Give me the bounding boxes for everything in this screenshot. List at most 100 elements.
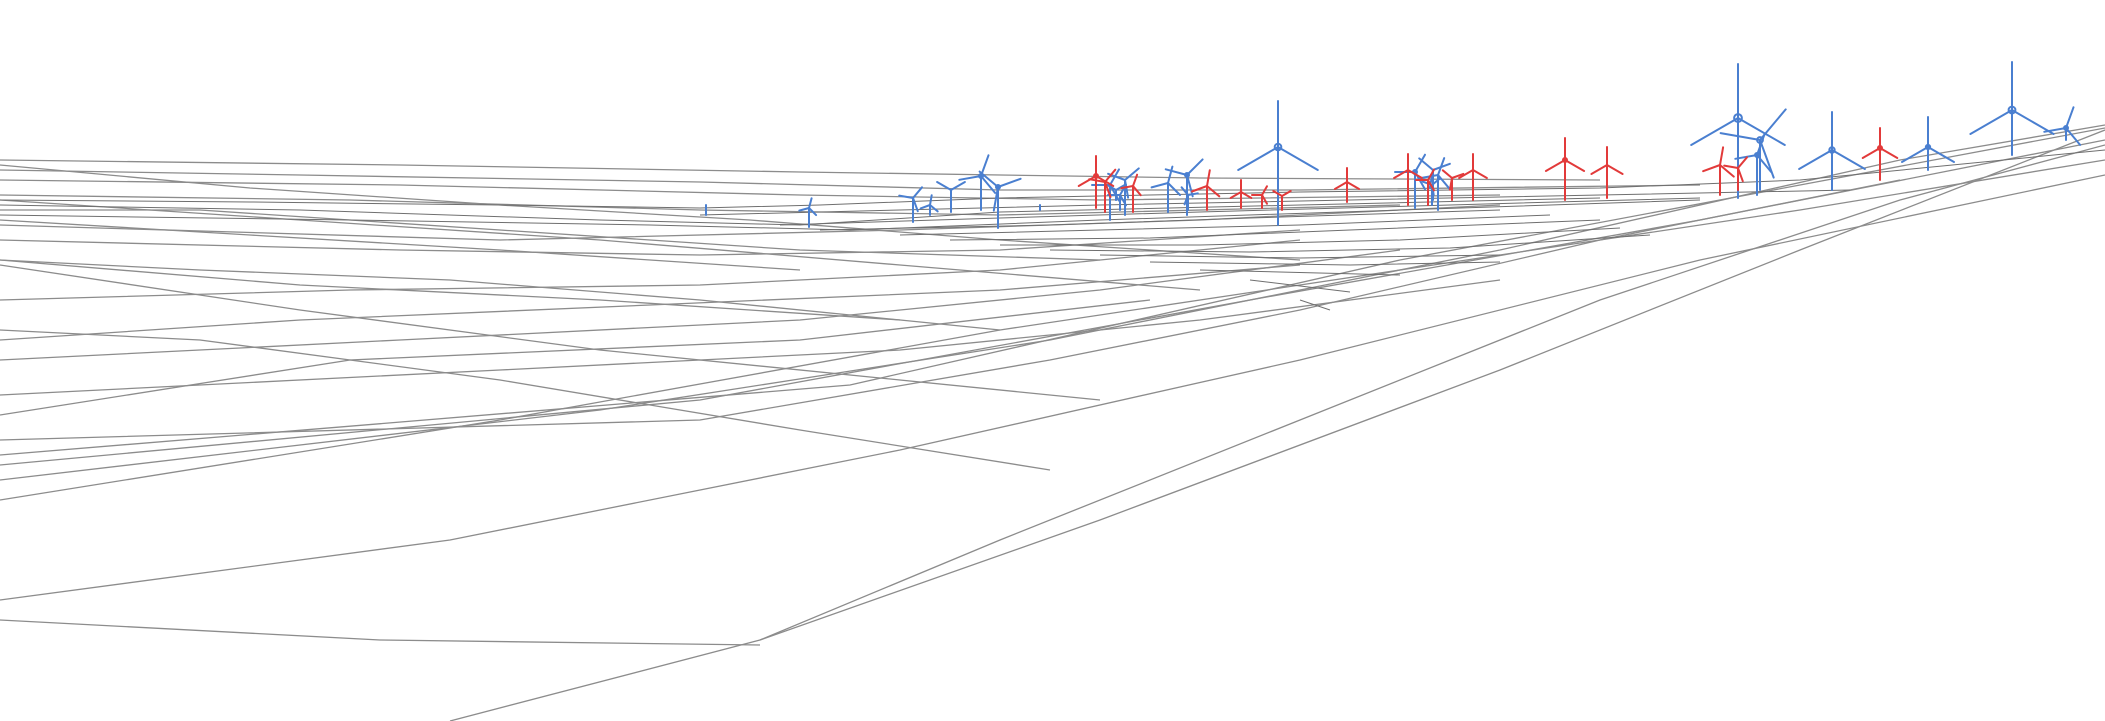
turbine-blade [1737, 156, 1748, 169]
turbine-blade [1393, 169, 1409, 179]
turbine-blade [1120, 185, 1134, 190]
existing-turbine [1180, 186, 1199, 211]
existing-turbine [1150, 165, 1181, 213]
turbine-hub [1273, 142, 1283, 152]
turbine-blade [950, 181, 966, 191]
terrain-ridge-line [0, 179, 1501, 201]
turbine-blade [1240, 191, 1253, 199]
turbine-blade [808, 197, 813, 209]
turbine-blade [1414, 153, 1426, 173]
terrain-ridge-line [0, 159, 1601, 181]
turbine-blade [1798, 149, 1833, 170]
existing-turbine [978, 170, 1022, 229]
turbine-blade [912, 197, 919, 213]
turbine-blade [1431, 177, 1441, 186]
turbine-blade [1472, 169, 1488, 179]
terrain-ridge-line [0, 169, 1701, 191]
turbine-blade [1229, 191, 1242, 199]
terrain-ridge-line [759, 144, 2105, 641]
turbine-blade [919, 204, 931, 210]
turbine-blade [1115, 184, 1126, 191]
turbine-blade [2065, 127, 2082, 146]
turbine-blade [1927, 146, 1955, 163]
terrain-horizon-line [0, 199, 1701, 231]
terrain-horizon-line [699, 189, 1851, 216]
proposed-turbine [1415, 168, 1435, 206]
turbine-blade [1427, 168, 1435, 181]
turbine-hub [1093, 173, 1099, 179]
proposed-turbine [1393, 153, 1423, 206]
terrain-horizon-line [0, 149, 2105, 209]
turbine-hub [1756, 136, 1764, 144]
proposed-turbine [1590, 146, 1624, 199]
terrain-ridge-line [0, 299, 1151, 416]
turbine-blade [997, 177, 1022, 188]
existing-turbine [936, 181, 966, 213]
turbine-blade [1104, 168, 1117, 183]
proposed-turbine [1702, 146, 1735, 196]
existing-turbine [1719, 108, 1787, 191]
existing-turbine [1394, 153, 1426, 209]
proposed-turbine [1723, 156, 1748, 191]
terrain-horizon-line [0, 197, 1601, 226]
proposed-turbine [1544, 137, 1586, 201]
terrain-ridge-line [0, 259, 901, 321]
turbine-blade [898, 194, 914, 199]
terrain-ridge-line [0, 124, 2105, 481]
existing-turbine [2043, 106, 2082, 146]
turbine-blade [1346, 181, 1361, 190]
proposed-turbine [1333, 167, 1361, 203]
terrain-horizon-line [1000, 227, 1621, 246]
turbine-blade [1150, 182, 1169, 189]
turbine-blade [1723, 164, 1739, 169]
terrain-ridge-line [0, 204, 1501, 241]
terrain-ridge-line [0, 219, 801, 271]
turbine-blade [1831, 149, 1866, 170]
turbine-blade [1544, 159, 1566, 172]
existing-turbine [1107, 167, 1140, 216]
existing-turbine [1901, 116, 1955, 171]
terrain-horizon-line [1199, 269, 1401, 276]
terrain-horizon-line [1299, 299, 1331, 311]
turbine-blade [798, 207, 810, 212]
turbine-blade [808, 207, 818, 217]
turbine-blade [1119, 183, 1127, 196]
turbine-hub [1562, 157, 1568, 163]
turbine-blade [1277, 146, 1319, 171]
terrain-ridge-line [0, 127, 2105, 456]
terrain-horizon-line [1249, 279, 1351, 293]
terrain-ridge-line [0, 179, 1901, 441]
turbine-blade [1737, 117, 1786, 146]
turbine-blade [1132, 173, 1139, 187]
terrain-wireframe [0, 124, 2105, 721]
turbine-blade [1206, 185, 1221, 198]
terrain-ridge-line [0, 279, 1501, 396]
turbine-blade [1164, 168, 1188, 176]
turbine-blade [1077, 175, 1097, 187]
turbine-blade [1690, 117, 1739, 146]
terrain-ridge-line [0, 209, 1101, 261]
turbine-blade [1333, 181, 1348, 190]
turbine-blade [1186, 174, 1194, 198]
turbine-blade [1719, 146, 1725, 166]
turbine-blade [2043, 127, 2067, 133]
turbine-blade [1106, 184, 1117, 191]
turbine-blade [936, 181, 952, 191]
turbine-blade [1451, 172, 1465, 179]
turbine-blade [1167, 165, 1174, 184]
turbine-blade [1969, 109, 2013, 135]
terrain-ridge-line [0, 174, 2105, 601]
turbine-hub [2063, 125, 2069, 131]
turbine-blade [1861, 147, 1881, 159]
turbine-blade [1261, 185, 1268, 196]
proposed-turbine [1458, 153, 1488, 201]
turbine-blade [1281, 190, 1292, 197]
terrain-horizon-line [779, 197, 1701, 226]
turbine-blade [1879, 147, 1899, 159]
turbine-blade [1124, 167, 1140, 181]
turbine-blade [1702, 164, 1721, 173]
turbine-blade [1441, 169, 1453, 179]
turbine-blade [1191, 185, 1208, 193]
turbine-blade [929, 194, 933, 206]
